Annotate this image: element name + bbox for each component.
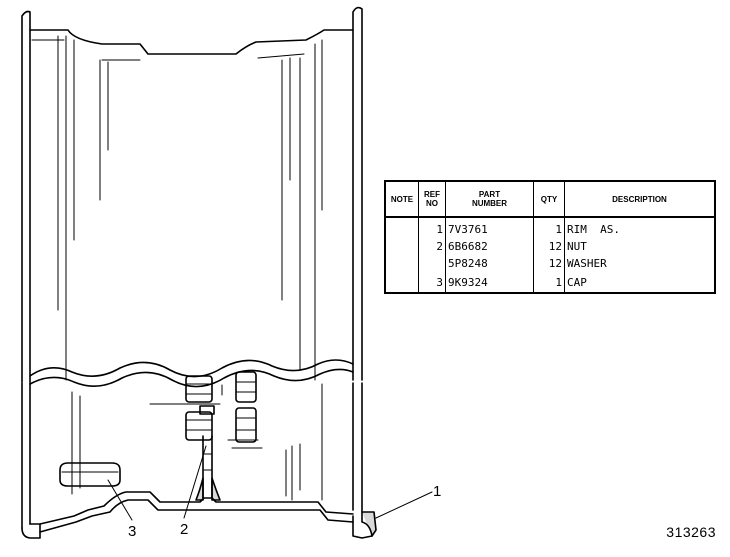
cell-ref: 2 bbox=[418, 238, 446, 255]
cell-description: RIM AS. bbox=[564, 217, 716, 238]
cell-qty: 1 bbox=[533, 217, 565, 238]
cell-description: WASHER bbox=[564, 255, 716, 272]
rim-right-flange bbox=[352, 6, 377, 539]
header-ref-no-line1: REF bbox=[424, 190, 440, 199]
table-row: 3 9K9324 1 CAP bbox=[384, 272, 716, 293]
parts-list-table: NOTE REF NO PART NUMBER QTY DESCRIPTION … bbox=[384, 180, 716, 294]
valve-cap bbox=[59, 462, 121, 487]
figure-number: 313263 bbox=[666, 524, 716, 540]
nut-and-washer-upper bbox=[185, 371, 257, 403]
header-part-number-line2: NUMBER bbox=[471, 199, 508, 208]
cell-qty: 1 bbox=[533, 272, 565, 293]
table-row: 1 7V3761 1 RIM AS. bbox=[384, 217, 716, 238]
cell-note bbox=[384, 238, 419, 255]
callout-2: 2 bbox=[180, 521, 188, 538]
parts-table-header-row: NOTE REF NO PART NUMBER QTY DESCRIPTION bbox=[384, 180, 716, 218]
cell-description: CAP bbox=[564, 272, 716, 293]
table-row: 5P8248 12 WASHER bbox=[384, 255, 716, 272]
table-row: 2 6B6682 12 NUT bbox=[384, 238, 716, 255]
header-part-number: PART NUMBER bbox=[445, 180, 534, 218]
rim-left-flange bbox=[21, 10, 41, 539]
mounting-flange bbox=[195, 435, 221, 501]
header-ref-no: REF NO bbox=[418, 180, 446, 218]
header-ref-no-line2: NO bbox=[426, 199, 438, 208]
cell-note bbox=[384, 255, 419, 272]
callout-1: 1 bbox=[433, 483, 441, 500]
cell-ref bbox=[418, 255, 446, 272]
header-qty: QTY bbox=[533, 180, 565, 218]
cell-qty: 12 bbox=[533, 238, 565, 255]
cell-note bbox=[384, 217, 419, 238]
header-part-number-line1: PART bbox=[478, 190, 501, 199]
leader-lines bbox=[107, 445, 433, 521]
cell-qty: 12 bbox=[533, 255, 565, 272]
cell-part-number: 9K9324 bbox=[445, 272, 534, 293]
callout-3: 3 bbox=[128, 523, 136, 540]
break-line-lower bbox=[29, 368, 354, 388]
header-description: DESCRIPTION bbox=[564, 180, 716, 218]
cell-part-number: 7V3761 bbox=[445, 217, 534, 238]
cell-description: NUT bbox=[564, 238, 716, 255]
nut-and-washer-lower bbox=[185, 405, 257, 443]
rim-shading-lines bbox=[57, 35, 323, 381]
cell-ref: 1 bbox=[418, 217, 446, 238]
break-line-upper bbox=[29, 359, 354, 378]
header-note: NOTE bbox=[384, 180, 419, 218]
rim-top-profile bbox=[29, 29, 354, 55]
cell-part-number: 5P8248 bbox=[445, 255, 534, 272]
cell-ref: 3 bbox=[418, 272, 446, 293]
cell-part-number: 6B6682 bbox=[445, 238, 534, 255]
cell-note bbox=[384, 272, 419, 293]
